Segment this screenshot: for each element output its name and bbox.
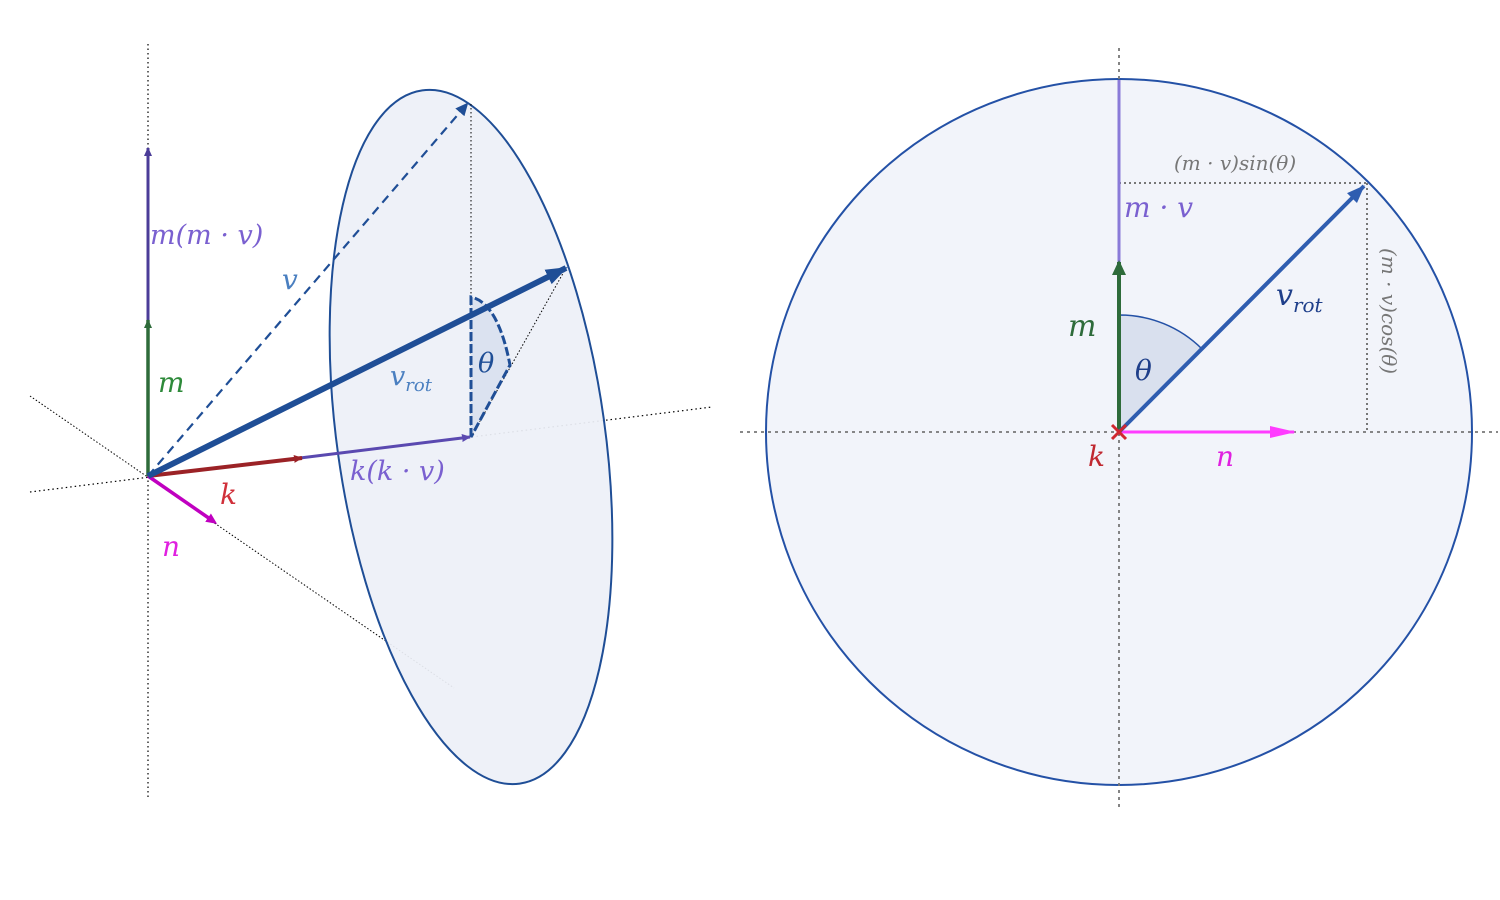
label-right-v-rot: vrot <box>1276 278 1324 317</box>
vector-k-kv <box>299 434 471 460</box>
label-right-v-rot-base: v <box>1276 278 1293 313</box>
right-panel-plane-view: (m · v)sin(θ) (m · v)cos(θ) m · v vrot m… <box>740 48 1498 808</box>
label-right-k: k <box>1088 440 1105 473</box>
label-v: v <box>282 263 298 296</box>
label-right-m: m <box>1068 309 1096 344</box>
vector-n <box>147 474 218 524</box>
vector-v <box>147 102 469 477</box>
label-m: m <box>158 366 185 399</box>
label-theta: θ <box>478 348 494 379</box>
vector-k <box>147 454 303 478</box>
right-theta-sector <box>1118 314 1204 434</box>
label-v-rot-base: v <box>390 361 405 392</box>
theta-angle-wedge <box>469 295 512 438</box>
vector-v-rot <box>146 265 568 479</box>
label-right-n: n <box>1216 440 1234 473</box>
label-k: k <box>220 478 237 511</box>
k-into-page-icon <box>1110 423 1128 441</box>
label-mv-sin: (m · v)sin(θ) <box>1174 151 1296 175</box>
label-m-mv: m(m · v) <box>150 220 263 251</box>
label-right-theta: θ <box>1135 354 1152 387</box>
label-m-dot-v: m · v <box>1124 191 1193 224</box>
label-k-kv: k(k · v) <box>350 456 445 487</box>
label-mv-cos: (m · v)cos(θ) <box>1377 248 1401 374</box>
label-v-rot-sub: rot <box>405 375 432 396</box>
left-panel-3d-view: m(m · v) v m vrot θ k(k · v) k n <box>29 44 713 798</box>
right-vector-v-rot <box>1117 184 1366 434</box>
label-v-rot: vrot <box>390 361 433 396</box>
label-n: n <box>162 530 180 563</box>
label-right-v-rot-sub: rot <box>1293 293 1324 317</box>
